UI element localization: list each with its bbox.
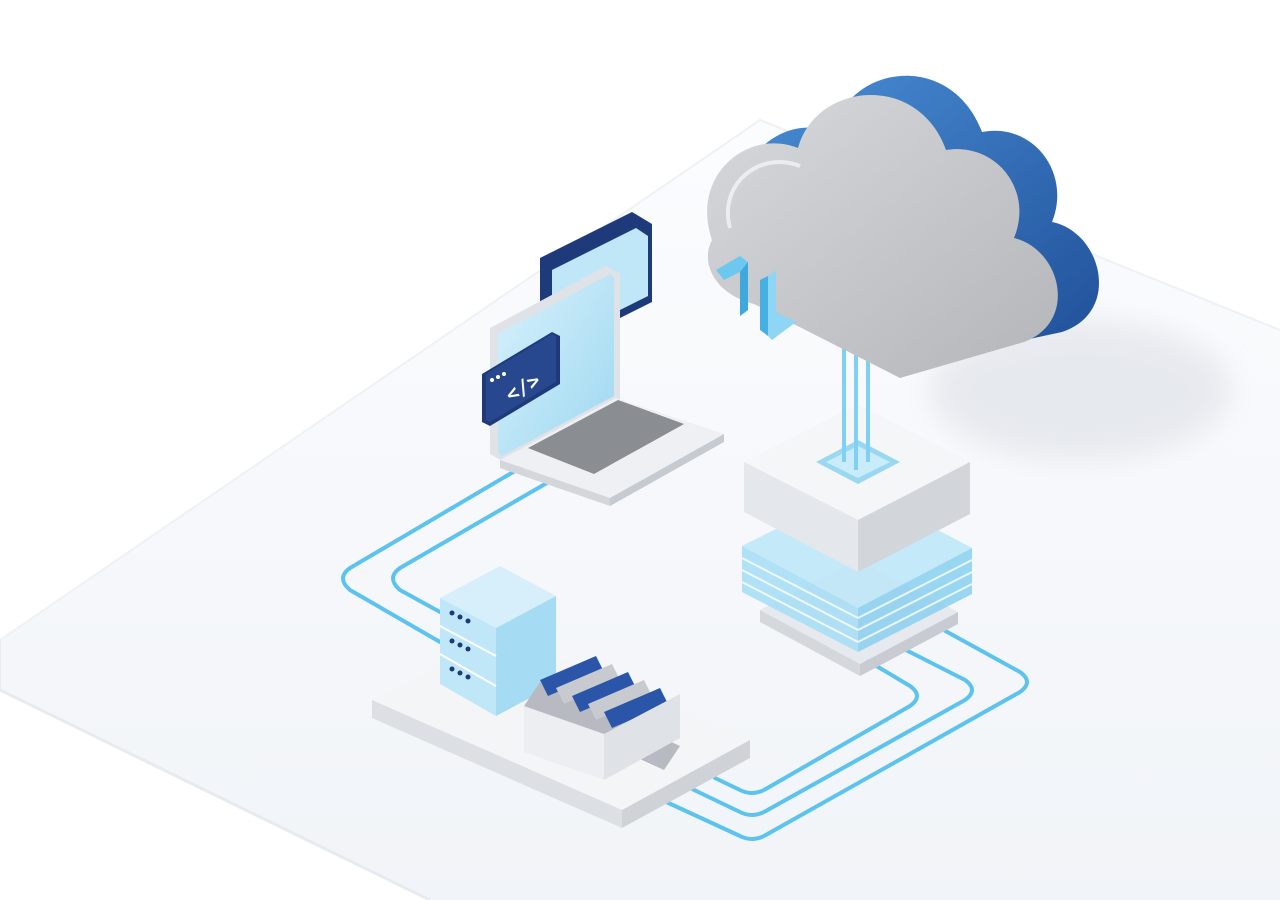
folder-box-icon xyxy=(524,656,680,780)
data-hub-icon xyxy=(741,404,973,676)
network-cables xyxy=(341,466,1029,841)
sync-arrows-icon xyxy=(716,256,796,340)
cloud-icon xyxy=(707,75,1100,378)
cloud-shadow xyxy=(930,320,1230,460)
